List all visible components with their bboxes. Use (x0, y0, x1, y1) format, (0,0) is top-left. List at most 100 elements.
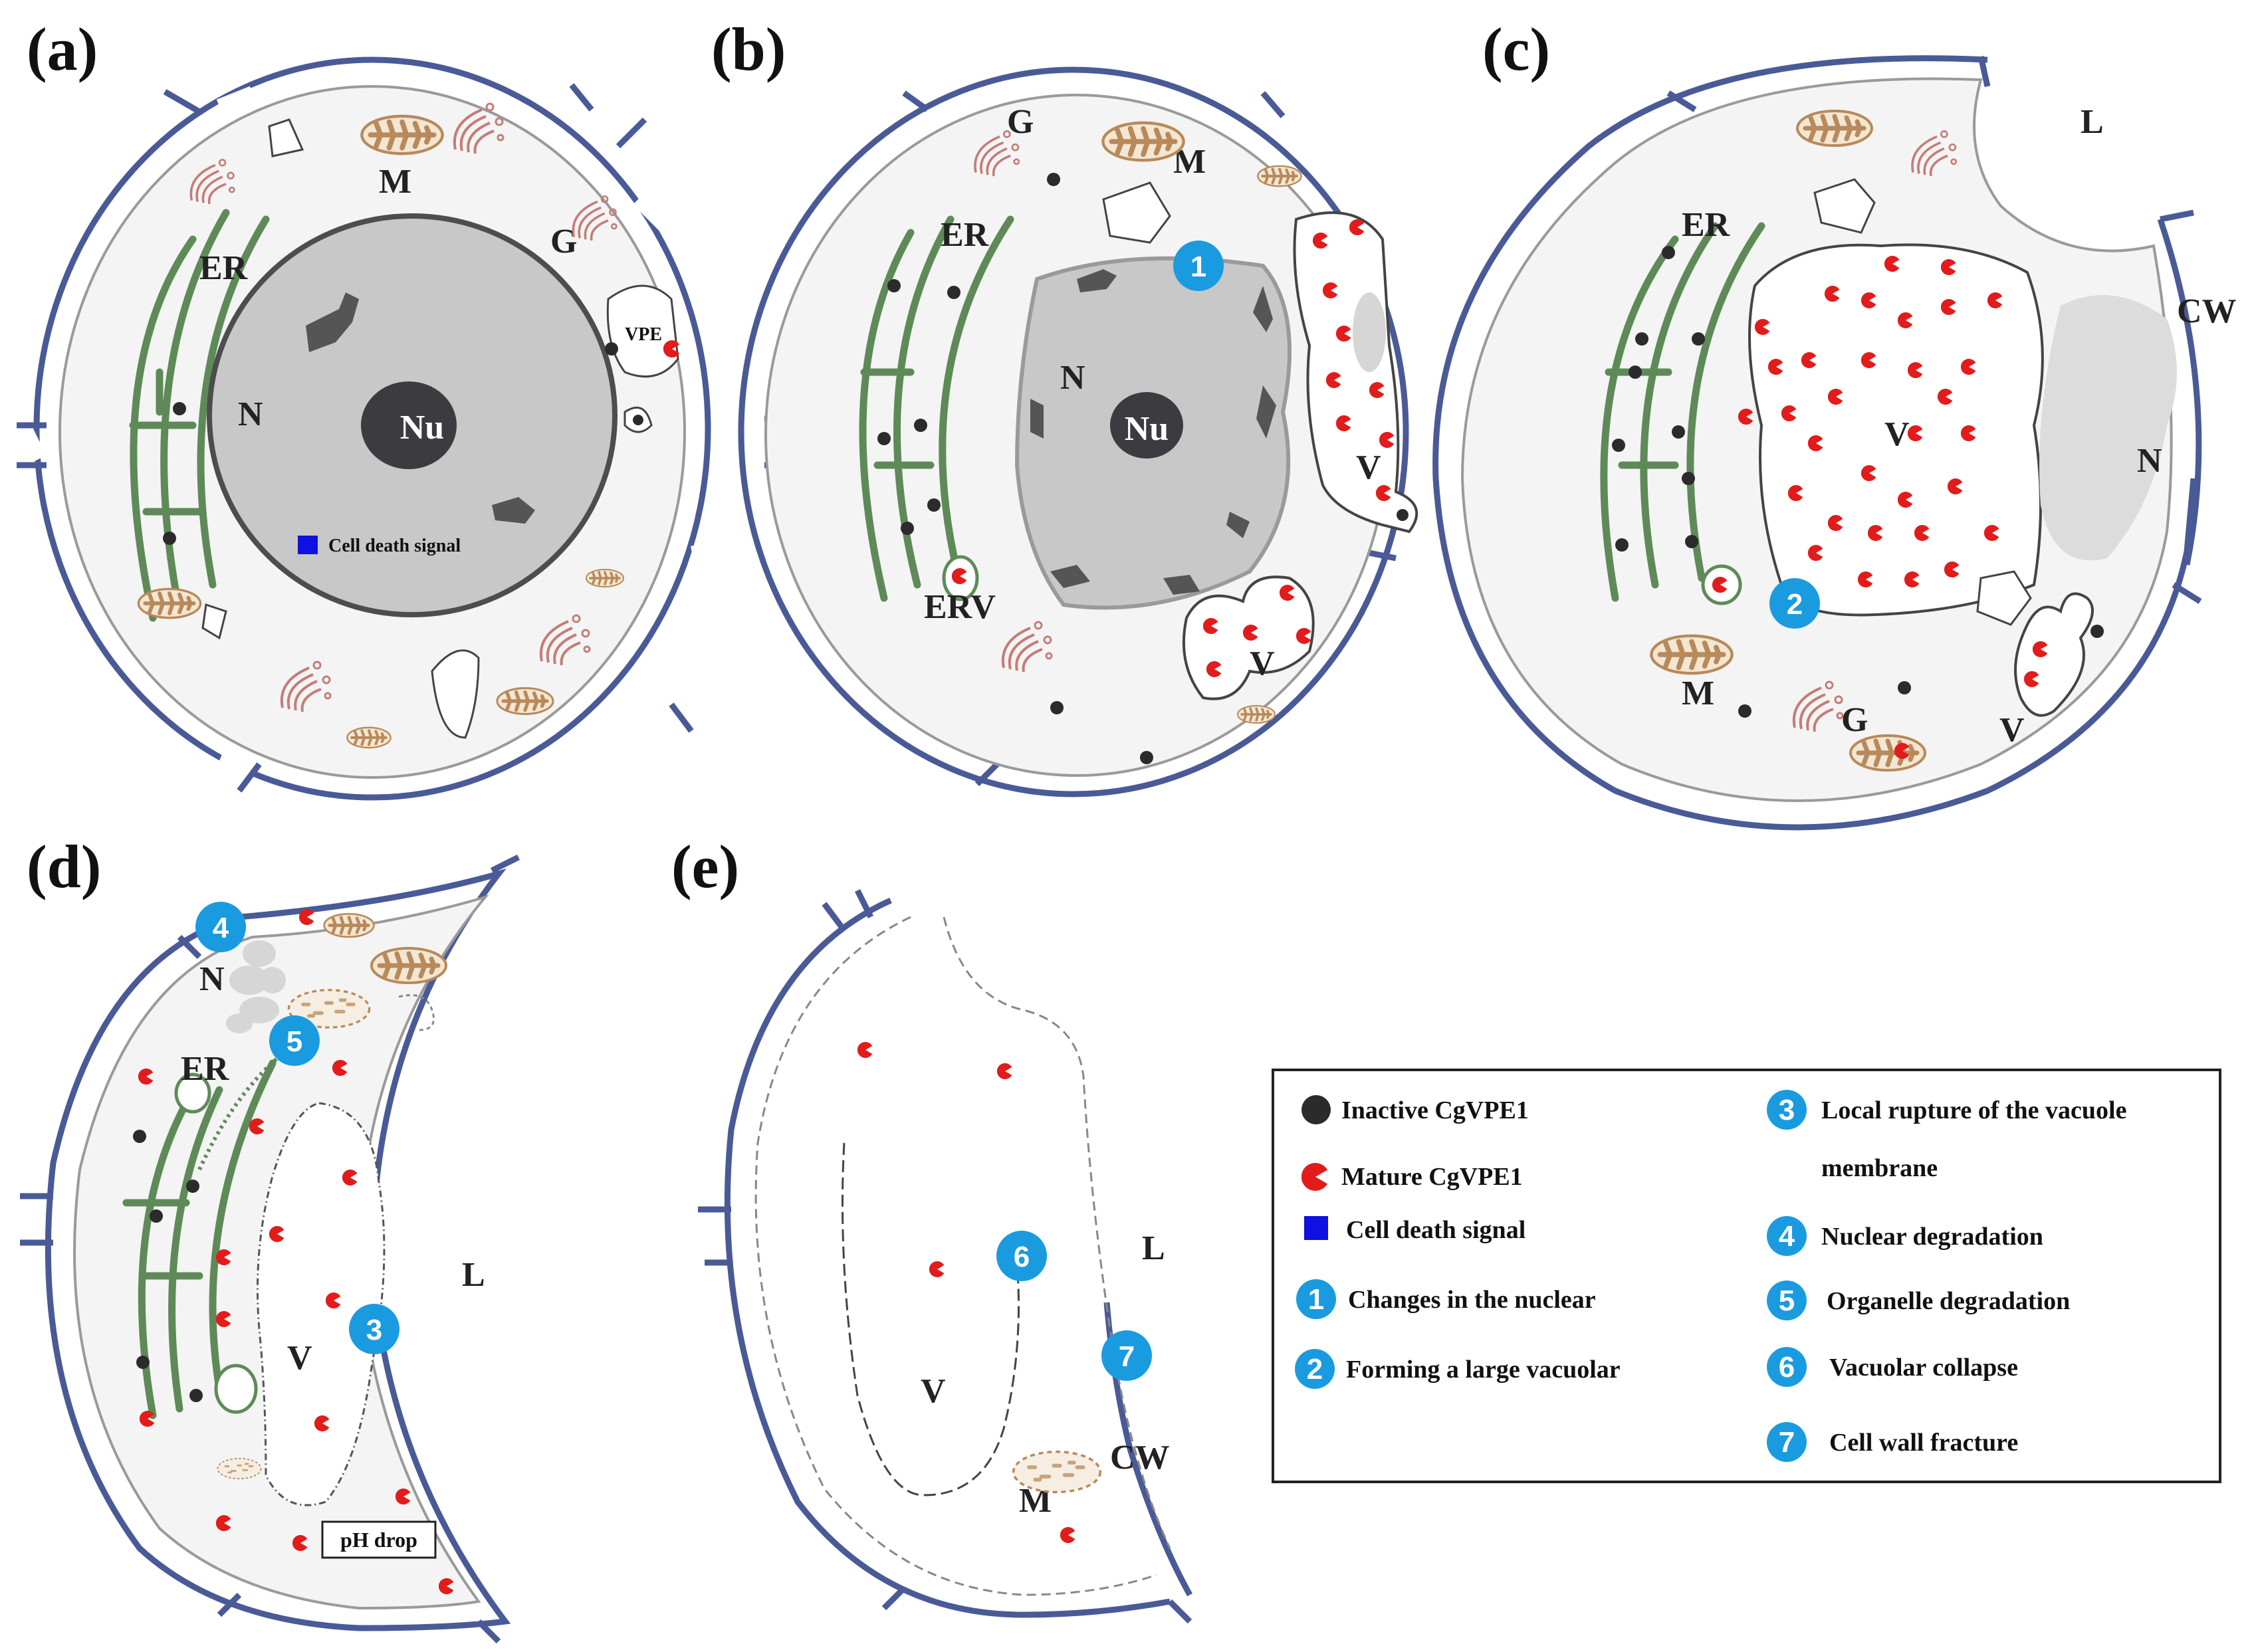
inactive-vpe-b9 (1140, 751, 1153, 764)
nu-label-b: Nu (1125, 410, 1169, 448)
small-vacuole-b1 (1102, 181, 1171, 244)
er-label-c: ER (1682, 206, 1731, 244)
legend-right-1: Nuclear degradation (1821, 1223, 2043, 1251)
inactive-vpe-a3 (605, 342, 618, 356)
chromatin-b7 (1163, 575, 1200, 595)
er-label-b: ER (941, 216, 990, 254)
mito-b3 (1238, 706, 1275, 723)
legend-badge-1 (1296, 1279, 1336, 1319)
small-vacuole-c2 (1976, 570, 2032, 626)
inactive-vpe-b10 (1397, 509, 1409, 521)
legend-left-3: Changes in the nuclear (1348, 1286, 1596, 1314)
cell-death-signal-icon (298, 536, 318, 554)
ph-drop-box (321, 1520, 437, 1559)
inactive-vpe-c (1612, 246, 2104, 718)
degrading-body-b (1353, 292, 1386, 372)
degrading-nucleus-d (226, 940, 286, 1033)
m-label-a: M (379, 163, 411, 201)
er-c (1600, 222, 1765, 602)
badge-6-text-e: 6 (1014, 1241, 1030, 1273)
l-label-c: L (2081, 103, 2104, 141)
l-label-d: L (462, 1256, 485, 1294)
cell-wall-c-right (2157, 218, 2202, 566)
cell-wall-e (724, 897, 1171, 1618)
legend-badge-7-text: 7 (1779, 1426, 1795, 1459)
step-badge-1-b (1173, 241, 1224, 291)
step-badge-6-e (996, 1231, 1047, 1281)
legend-badge-3 (1767, 1090, 1807, 1130)
legend: Inactive CgVPE1 Mature CgVPE1 Cell death… (1272, 1069, 2221, 1483)
legend-left-4: Forming a large vacuolar (1346, 1356, 1621, 1384)
chromatin-b6 (1226, 512, 1250, 538)
inactive-vpe-b3 (877, 432, 891, 445)
legend-inactive-icon (1301, 1095, 1331, 1124)
nu-label-a: Nu (400, 409, 444, 447)
cell-wall-b (738, 66, 1409, 797)
v-label-b-right: V (1356, 449, 1381, 486)
chromatin-b2 (1253, 286, 1273, 332)
wall-ticks-e (698, 888, 1192, 1624)
legend-badge-5 (1767, 1281, 1807, 1320)
signal-label-a: Cell death signal (328, 536, 461, 556)
n-label-b: N (1060, 359, 1085, 397)
legend-badge-6 (1767, 1347, 1807, 1387)
small-vacuole-a1 (268, 118, 304, 157)
legend-right-0b: membrane (1821, 1154, 1938, 1182)
step-badge-3-d (349, 1304, 399, 1354)
mito-deg-e (1014, 1452, 1101, 1493)
mito-b2 (1258, 166, 1301, 186)
vpe-vacuole-a (606, 284, 679, 378)
v-label-c-bottom: V (1999, 711, 2025, 749)
inactive-vpe-a4 (633, 415, 643, 425)
mito-d2 (372, 948, 446, 983)
inactive-vpe-b5 (927, 498, 941, 512)
nucleolus-a (361, 381, 457, 469)
panel-d: (d) L ER (20, 833, 520, 1644)
er-label-a: ER (199, 249, 249, 287)
panel-a-label: (a) (27, 15, 98, 83)
legend-badge-3-text: 3 (1779, 1094, 1795, 1126)
cw-label-e: CW (1110, 1439, 1170, 1477)
n-label-a: N (238, 395, 263, 433)
inactive-vpe-b1 (887, 279, 901, 292)
panel-d-label: (d) (27, 833, 101, 900)
chromatin-b5 (1050, 565, 1090, 588)
panel-c-label: (c) (1482, 15, 1550, 83)
badge-2-text-c: 2 (1787, 588, 1803, 621)
er-label-d: ER (181, 1050, 230, 1088)
m-label-c: M (1682, 674, 1714, 712)
inactive-vpe-d (133, 1130, 203, 1402)
chromatin-a1 (306, 292, 359, 352)
panel-e-label: (e) (671, 833, 739, 900)
nucleolus-b (1110, 392, 1183, 459)
vacuole-c (1748, 243, 2044, 617)
inactive-vpe-a2 (163, 532, 176, 545)
v-label-c: V (1884, 415, 1910, 453)
inactive-vpe-a1 (173, 402, 186, 415)
mito-a5 (586, 569, 623, 587)
legend-left-0: Inactive CgVPE1 (1341, 1096, 1529, 1124)
badge-5-text-d: 5 (286, 1025, 302, 1058)
cell-wall-c (1432, 55, 2197, 831)
v-label-e: V (921, 1372, 946, 1410)
inner-membrane-e (943, 916, 1171, 1549)
legend-left-1: Mature CgVPE1 (1341, 1163, 1523, 1191)
legend-badge-5-text: 5 (1779, 1285, 1795, 1317)
legend-badge-4 (1767, 1216, 1807, 1256)
mito-a3 (497, 688, 553, 714)
chromatin-b3 (1030, 399, 1044, 439)
mito-b1 (1103, 123, 1183, 160)
legend-right-4: Cell wall fracture (1829, 1429, 2018, 1457)
vacuole-a (431, 649, 480, 739)
small-vacuole-c1 (1813, 178, 1876, 234)
er-degrading-d (197, 1055, 281, 1171)
small-vacuole-d1 (398, 994, 435, 1031)
legend-left-2: Cell death signal (1346, 1216, 1525, 1244)
legend-badge-4-text: 4 (1779, 1220, 1795, 1253)
panel-a: (a) (17, 15, 712, 801)
inactive-vpe-b2 (947, 286, 960, 299)
n-label-c: N (2137, 442, 2162, 480)
step-badge-4-d (195, 902, 246, 952)
cell-wall-a (33, 56, 711, 801)
